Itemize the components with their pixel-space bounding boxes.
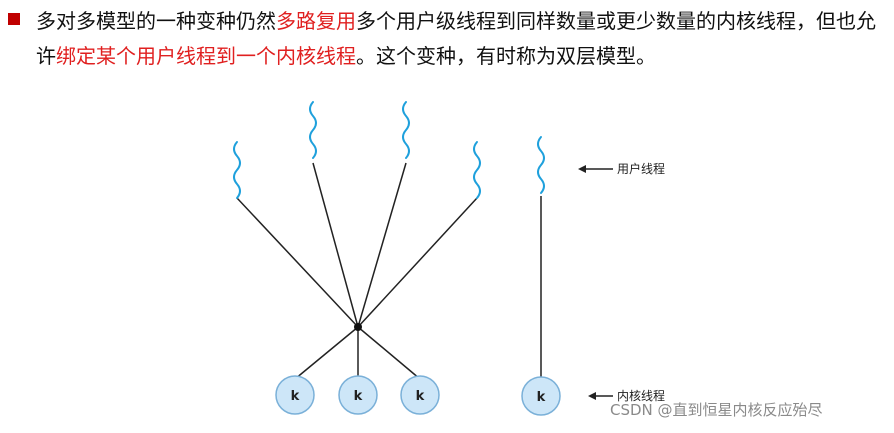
- user-thread-wave-icon: [233, 141, 241, 199]
- connector-line: [357, 162, 407, 328]
- connector-lines: [236, 162, 542, 380]
- kernel-node-label: k: [354, 389, 363, 404]
- arrow-left-icon: [588, 392, 596, 400]
- connector-line: [236, 197, 359, 328]
- user-thread-wave-icon: [473, 141, 481, 199]
- kernel-node-label: k: [291, 389, 300, 404]
- connector-line: [357, 197, 478, 328]
- user-thread-label: 用户线程: [617, 161, 665, 176]
- multiplex-junction: [354, 323, 362, 331]
- user-thread-wave-icon: [309, 101, 317, 159]
- kernel-node-label: k: [416, 389, 425, 404]
- connector-line: [312, 162, 359, 328]
- connector-line: [294, 326, 359, 380]
- highlight-bind-thread: 绑定某个用户线程到一个内核线程: [56, 44, 356, 68]
- highlight-multiplex: 多路复用: [276, 9, 356, 33]
- connector-line: [357, 326, 421, 380]
- description-paragraph: 多对多模型的一种变种仍然多路复用多个用户级线程到同样数量或更少数量的内核线程，但…: [36, 4, 886, 74]
- kernel-node: k: [521, 376, 561, 416]
- kernel-node: k: [275, 375, 315, 415]
- text-part-1: 多对多模型的一种变种仍然: [36, 9, 276, 33]
- kernel-thread-label: 内核线程: [617, 388, 665, 403]
- text-part-3: 。这个变种，有时称为双层模型。: [356, 44, 656, 68]
- user-thread-wave-icon: [537, 136, 545, 194]
- kernel-node: k: [338, 375, 378, 415]
- bullet-marker: [8, 13, 20, 25]
- arrow-left-icon: [578, 165, 586, 173]
- kernel-node: k: [400, 375, 440, 415]
- user-thread-wave-icon: [402, 101, 410, 159]
- csdn-watermark: CSDN @直到恒星内核反应殆尽: [610, 401, 823, 419]
- kernel-node-label: k: [537, 390, 546, 405]
- text-part-2: 多个用户级线程到同样数量或更少数量的内核线程，但也允许: [36, 9, 876, 68]
